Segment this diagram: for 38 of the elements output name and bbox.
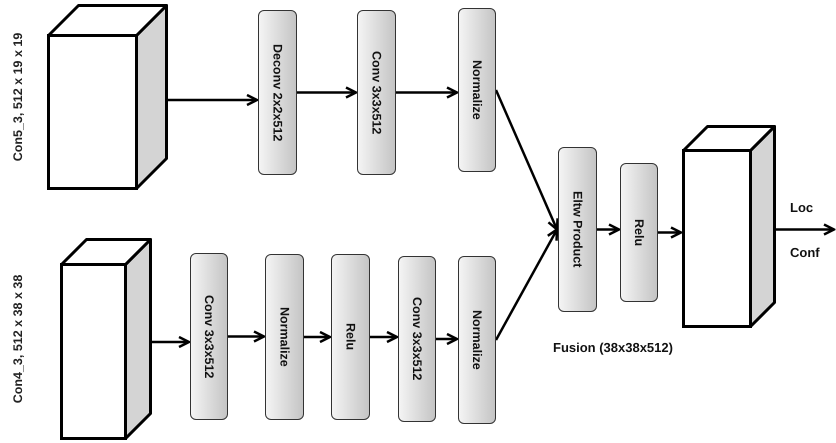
layer-box	[331, 254, 370, 420]
layer-box	[458, 8, 496, 172]
tensor-label: Con4_3, 512 x 38 x 38	[11, 274, 25, 404]
layer-label: Conv 3x3x512	[410, 297, 424, 381]
layer-label: Deconv 2x2x512	[270, 44, 284, 142]
arrow	[597, 223, 620, 236]
layer-label: Normalize	[470, 60, 484, 120]
layer-label: Normalize	[278, 307, 292, 367]
layer-box	[258, 10, 297, 175]
layer-box	[190, 253, 228, 420]
layer-box	[265, 254, 304, 420]
tensor-label: Con5_3, 512 x 19 x 19	[11, 32, 25, 162]
layer-label: Relu	[632, 218, 646, 246]
arrow	[168, 94, 258, 106]
annotation-label: Conf	[790, 245, 820, 260]
layer-label: Eltw Product	[570, 191, 584, 268]
arrow	[304, 330, 332, 344]
layer-box	[558, 147, 597, 312]
arrow	[436, 332, 458, 346]
arrow	[776, 223, 836, 236]
arrow	[494, 90, 559, 231]
arrow	[228, 330, 266, 343]
arrow	[370, 330, 398, 344]
layer-label: Relu	[344, 323, 358, 351]
arrow	[297, 86, 358, 99]
layer-label: Conv 3x3x512	[202, 294, 216, 378]
layer-box	[398, 256, 436, 422]
arrow	[494, 228, 558, 341]
layer-box	[357, 10, 396, 175]
layer-box	[458, 256, 496, 424]
layer-box	[620, 163, 658, 302]
arrow	[658, 226, 682, 239]
annotation-label: Fusion (38x38x512)	[553, 340, 673, 355]
annotation-label: Loc	[790, 200, 814, 215]
arrow	[152, 336, 190, 348]
arrow	[396, 86, 458, 99]
layer-label: Normalize	[470, 310, 484, 370]
layer-label: Conv 3x3x512	[370, 50, 384, 134]
